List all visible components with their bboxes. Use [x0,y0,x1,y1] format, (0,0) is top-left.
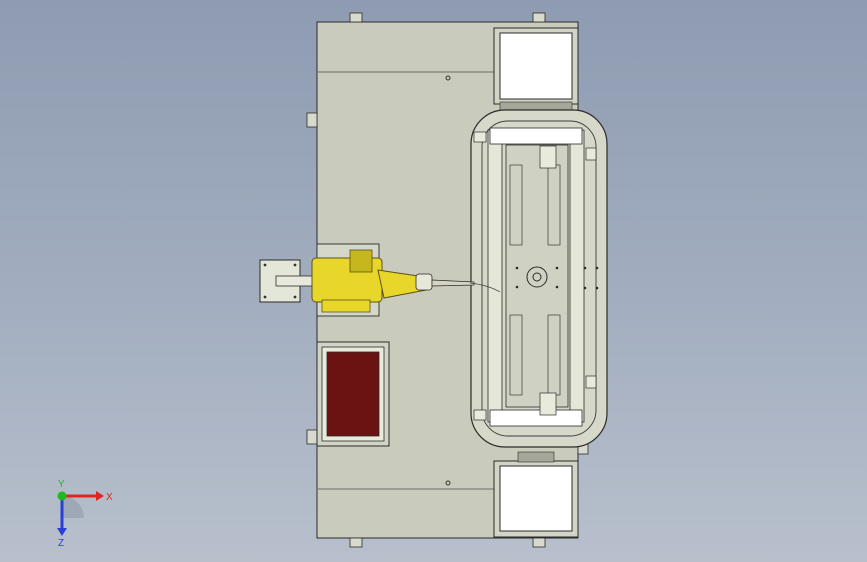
turntable-bolt [515,285,519,289]
fixture-plate [505,144,569,408]
bottom-box-connector [517,451,555,463]
turntable-bolt [515,266,519,270]
positioner-inner-track [481,120,597,437]
rotary-positioner [470,109,608,448]
turntable-bolt [555,266,559,270]
triad-shadow [62,496,84,518]
turntable-bolts [515,266,599,290]
welding-torch [431,279,475,287]
feeder-bolt [293,295,297,299]
clamp [539,392,557,416]
z-axis-label: Z [58,538,64,548]
feeder-bolt [293,263,297,267]
base-plate-hole [445,480,451,486]
base-plate-hole [445,75,451,81]
mounting-lug [349,12,363,23]
positioner-left-rail [487,129,503,423]
positioner-top-bar [489,127,583,145]
y-axis-label: Y [58,479,65,490]
clamp [473,409,487,421]
positioner-right-rail [569,129,585,423]
turntable-center [526,266,548,288]
z-axis-head [57,528,67,536]
control-cabinet [316,341,390,447]
positioner-bottom-bar [489,409,583,427]
turntable-bolt [583,266,587,270]
mounting-lug [532,537,546,548]
clamp [585,147,597,161]
x-axis-label: X [106,492,113,503]
fixture-slot [509,314,523,396]
feeder-bolt [263,295,267,299]
bottom-box-inner [499,465,573,532]
bottom-storage-box [493,451,579,538]
feeder-bolt [263,263,267,267]
y-axis-dot [57,491,67,501]
robot-wrist [415,273,433,291]
mounting-lug [532,12,546,23]
clamp [473,131,487,143]
turntable-bolt [555,285,559,289]
mounting-lugs [306,12,589,548]
turntable-hub [532,272,542,282]
top-box-inner [499,32,573,100]
robot-motor [349,249,373,273]
top-box-connector [499,101,573,111]
turntable-bolt [595,286,599,290]
clamp [585,375,597,389]
turntable-bolt [583,286,587,290]
cabinet-glass [326,351,380,437]
clamp [539,145,557,169]
fixture-slot [509,164,523,246]
axis-triad: X Y Z [57,479,113,548]
top-storage-box [493,27,579,111]
mounting-lug [349,537,363,548]
mounting-lug [306,429,318,445]
robot-shoulder [321,299,371,313]
torch-cable [469,282,501,293]
welding-robot [275,249,501,313]
mounting-lug [306,112,318,128]
turntable-bolt [595,266,599,270]
x-axis-head [96,491,104,501]
